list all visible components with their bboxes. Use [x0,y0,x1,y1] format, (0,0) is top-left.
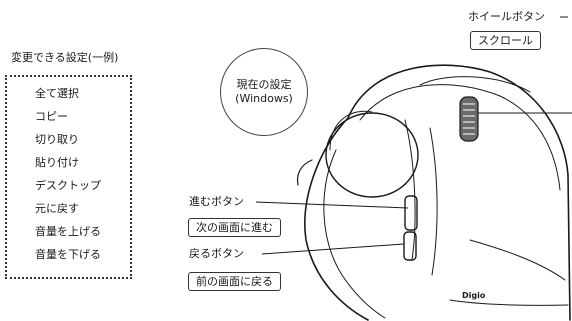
settings-item-cut: 切り取り [35,133,79,146]
current-setting-label: 現在の設定 [236,78,292,91]
wheel-button-label: ホイールボタン [468,10,545,23]
settings-item-copy: コピー [35,110,68,123]
back-button-setting: 前の画面に戻る [188,272,281,291]
settings-item-undo: 元に戻す [35,202,79,215]
scroll-wheel [459,96,479,142]
settings-item-desktop: デスクトップ [35,179,101,192]
current-setting-os: (Windows) [235,92,293,105]
settings-item-volume-down: 音量を下げる [35,248,101,261]
forward-button-setting: 次の画面に進む [188,218,281,237]
wheel-button-setting: スクロール [470,31,541,50]
brand-logo-text: Digio [462,291,486,300]
forward-button-label: 進むボタン [189,195,244,208]
settings-item-select-all: 全て選択 [35,87,79,100]
settings-list-title: 変更できる設定(一例) [11,51,119,64]
current-setting-circle: 現在の設定 (Windows) [220,48,308,136]
settings-examples-box: 全て選択 コピー 切り取り 貼り付け デスクトップ 元に戻す 音量を上げる 音量… [5,75,132,279]
settings-item-paste: 貼り付け [35,156,79,169]
back-button-label: 戻るボタン [189,247,244,260]
settings-item-volume-up: 音量を上げる [35,225,101,238]
